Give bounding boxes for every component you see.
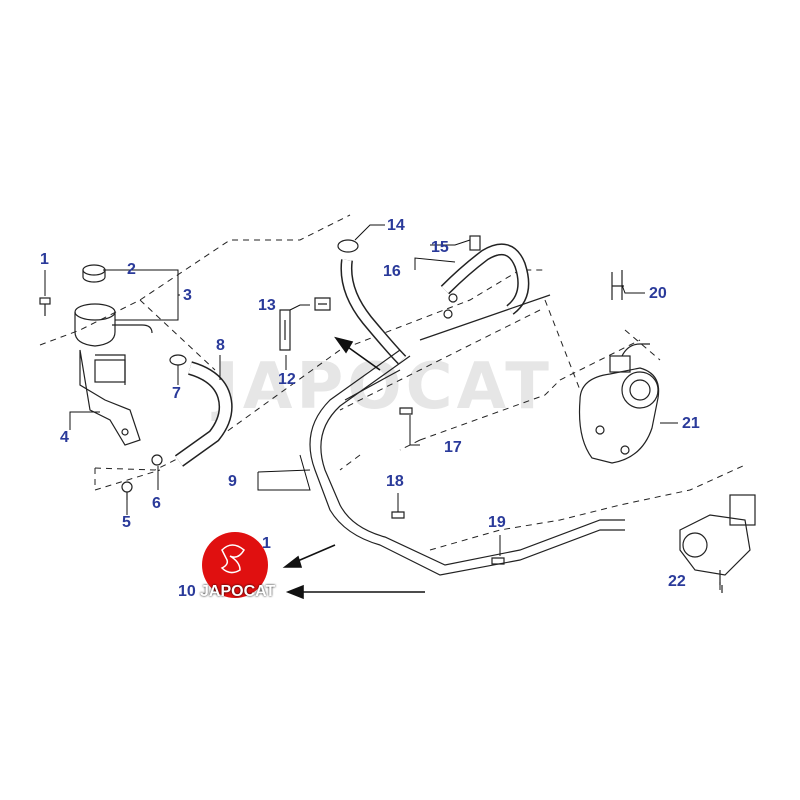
banjo-bolt-15-icon xyxy=(469,235,481,251)
callout-1: 1 xyxy=(40,251,49,268)
callout-21: 21 xyxy=(682,415,700,432)
callout-14: 14 xyxy=(387,217,405,234)
logo-text: JAPOCAT xyxy=(200,583,276,600)
callout-10: 10 xyxy=(178,583,196,600)
callout-15: 15 xyxy=(431,239,449,256)
bolt-18-icon xyxy=(391,511,405,519)
japocat-logo-icon xyxy=(202,532,268,598)
hose-clip-12-icon xyxy=(279,309,291,351)
callout-17: 17 xyxy=(444,439,462,456)
callout-9: 9 xyxy=(228,473,237,490)
screw-5-icon xyxy=(121,481,133,500)
callout-13: 13 xyxy=(258,297,276,314)
reservoir-cap-icon xyxy=(82,264,106,283)
callout-1-logo: 1 xyxy=(262,535,271,552)
callout-20: 20 xyxy=(649,285,667,302)
callout-16: 16 xyxy=(383,263,401,280)
reservoir-bracket-icon xyxy=(79,349,141,446)
direction-arrows xyxy=(282,336,425,600)
bolt-1-icon xyxy=(39,297,51,316)
mounting-bracket-13-icon xyxy=(314,297,331,311)
callout-5: 5 xyxy=(122,514,131,531)
reservoir-tank-icon xyxy=(74,303,153,347)
bolt-17-icon xyxy=(399,407,413,415)
callout-18: 18 xyxy=(386,473,404,490)
hose-clamp-6-icon xyxy=(151,454,163,466)
bolt-19-icon xyxy=(491,557,505,565)
callout-8: 8 xyxy=(216,337,225,354)
callout-19: 19 xyxy=(488,514,506,531)
callout-6: 6 xyxy=(152,495,161,512)
steering-pipes-9-icon xyxy=(309,294,625,576)
steering-gear-box-icon xyxy=(679,494,756,593)
callout-12: 12 xyxy=(278,371,296,388)
callout-4: 4 xyxy=(60,429,69,446)
callout-22: 22 xyxy=(668,573,686,590)
power-steering-pump-icon xyxy=(578,343,660,464)
callout-3: 3 xyxy=(183,287,192,304)
hose-clamp-7-icon xyxy=(169,354,187,366)
callout-7: 7 xyxy=(172,385,181,402)
callout-2: 2 xyxy=(127,261,136,278)
hose-clamp-14-icon xyxy=(337,239,359,253)
leader-lines xyxy=(44,224,721,590)
